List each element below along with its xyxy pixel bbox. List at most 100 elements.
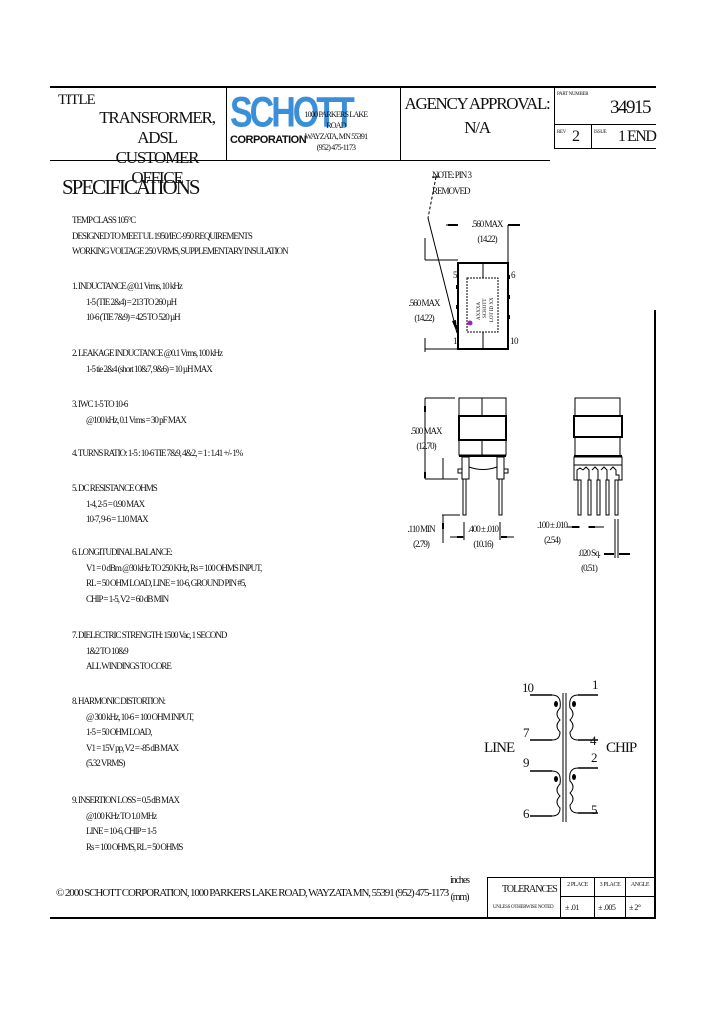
schematic-pin-6: 6 bbox=[523, 806, 529, 821]
top-width-dimension: .560 MAX (14.22) bbox=[462, 217, 512, 247]
spec-line: 1-5 tie 2&4 (short 10&7, 9&6) = 10 µH MA… bbox=[86, 363, 213, 374]
rev-label: REV bbox=[557, 130, 567, 135]
spec-line: (5.32 VRMS) bbox=[86, 758, 125, 768]
title-block-top-border bbox=[50, 86, 656, 88]
right-border bbox=[654, 310, 656, 917]
schematic-pin-10: 10 bbox=[522, 680, 534, 695]
spec-harmonic-head: 8. HARMONIC DISTORTION: bbox=[72, 696, 166, 706]
tolerances-subtitle: UNLESS OTHERWISE NOTED bbox=[493, 905, 554, 910]
spec-insertion-loss-head: 9. INSERTION LOSS = 0.5 dB MAX bbox=[72, 795, 180, 805]
pin-label-6: 6 bbox=[511, 270, 516, 280]
svg-text:AXXXA: AXXXA bbox=[477, 302, 482, 320]
line-side-label: LINE bbox=[484, 740, 515, 756]
spec-leakage-head: 2. LEAKAGE INDUCTANCE @0.1 Vrms, 100 kHz bbox=[72, 348, 223, 358]
tol-col-3 bbox=[625, 877, 626, 918]
dim-inches: .500 MAX bbox=[410, 426, 442, 436]
svg-text:LOT ID XX: LOT ID XX bbox=[490, 297, 495, 322]
units-mm: (mm) bbox=[450, 892, 470, 903]
tol-value-2place: ± .01 bbox=[565, 903, 579, 912]
spec-item-5: 5. DC RESISTANCE OHMS 1-4, 2-5 = 0.90 MA… bbox=[72, 481, 158, 528]
spec-line: V1 = 0 dBm @30 kHz TO 250 KHz, Rs = 100 … bbox=[86, 562, 262, 573]
tol-header-angle: ANGLE bbox=[630, 882, 650, 888]
lead-length-dimension: .110 MIN (2.79) bbox=[400, 522, 442, 552]
spec-line: 10-6 (TIE 7&9) = 425 TO 520 µH bbox=[86, 312, 181, 322]
spec-inductance-head: 1. INDUCTANCE @0.1 Vrms, 10 kHz bbox=[72, 281, 183, 291]
note-pin3-removed: NOTE: PIN 3 REMOVED bbox=[432, 167, 472, 199]
spec-item-8: 8. HARMONIC DISTORTION: @ 300 kHz, 10-6 … bbox=[72, 694, 194, 772]
agency-approval-value: N/A bbox=[464, 118, 491, 137]
tol-value-angle: ± 2° bbox=[629, 903, 641, 912]
general-specs: TEMP CLASS 105°C DESIGNED TO MEET UL 195… bbox=[72, 213, 289, 260]
title-block-bottom-border-left bbox=[50, 160, 360, 161]
spec-line: 1&2 TO 10&9 bbox=[86, 645, 129, 656]
company-address: 1000 PARKERS LAKE ROAD WAYZATA, MN 55391… bbox=[296, 109, 376, 153]
tol-header-3place: 3 PLACE bbox=[599, 882, 621, 888]
package-drawing-svg: AXXXA SCHOTT LOT ID XX bbox=[424, 176, 630, 558]
spec-item-4: 4. TURNS RATIO: 1-5 : 10-6 TIE 7&9, 4&2,… bbox=[72, 446, 243, 462]
schematic-pin-4: 4 bbox=[590, 733, 596, 748]
dim-inches: .110 MIN bbox=[407, 524, 435, 534]
pin-label-5: 5 bbox=[453, 270, 458, 280]
part-number: 34915 bbox=[610, 97, 652, 118]
pin-label-10: 10 bbox=[510, 336, 519, 346]
dim-inches: .020 Sq. bbox=[578, 548, 601, 558]
dim-mm: (10.16) bbox=[473, 539, 493, 549]
divider-rev-row bbox=[554, 124, 656, 125]
spec-item-1: 1. INDUCTANCE @0.1 Vrms, 10 kHz 1-5 (TIE… bbox=[72, 279, 183, 326]
copyright-text: © 2000 SCHOTT CORPORATION, 1000 PARKERS … bbox=[56, 887, 449, 899]
rev-value: 2 bbox=[572, 128, 580, 145]
spec-line: @ 300 kHz, 10-6 = 100 OHM INPUT, bbox=[86, 711, 194, 722]
spec-line: 1-4, 2-5 = 0.90 MAX bbox=[86, 498, 145, 509]
spec-ul-standard: DESIGNED TO MEET UL 1950/IEC-950 REQUIRE… bbox=[72, 230, 253, 241]
schematic-pin-9: 9 bbox=[523, 755, 529, 770]
spec-line: RL = 50 OHM LOAD, LINE = 10-6, GROUND PI… bbox=[86, 578, 247, 588]
tol-value-3place: ± .005 bbox=[598, 903, 616, 912]
spec-line: LINE = 10-6, CHIP = 1-5 bbox=[86, 826, 157, 836]
address-line-3: (952) 475-1173 bbox=[316, 143, 356, 152]
spec-line: 1-5 = 50 OHM LOAD, bbox=[86, 727, 152, 737]
tol-col-1 bbox=[560, 877, 561, 918]
tol-top-border bbox=[487, 877, 654, 878]
spec-item-3: 3. IWC 1-5 TO 10-6 @100 kHz, 0.1 Vrms = … bbox=[72, 397, 187, 428]
spec-line: ALL WINDINGS TO CORE bbox=[86, 661, 172, 671]
spec-line: @100 KHz TO 1.0 MHz bbox=[86, 810, 157, 821]
schematic-pin-1: 1 bbox=[592, 677, 598, 692]
specifications-heading: SPECIFICATIONS bbox=[62, 175, 201, 199]
dim-inches: .100 ± .010 bbox=[537, 520, 568, 530]
dim-mm: (2.79) bbox=[413, 539, 430, 549]
spec-working-voltage: WORKING VOLTAGE 250 VRMS, SUPPLEMENTARY … bbox=[72, 246, 289, 256]
agency-approval-label: AGENCY APPROVAL: bbox=[404, 94, 551, 113]
spec-temp-class: TEMP CLASS 105°C bbox=[72, 215, 136, 225]
spec-line: 1-5 (TIE 2&4) = 213 TO 260 µH bbox=[86, 296, 177, 307]
dim-mm: (0.51) bbox=[581, 563, 598, 573]
tol-left-border bbox=[487, 877, 488, 918]
title-label: TITLE bbox=[58, 92, 96, 108]
note-line-2: REMOVED bbox=[432, 186, 471, 196]
footer-bottom-border bbox=[50, 917, 656, 919]
schematic-pin-2: 2 bbox=[591, 750, 597, 765]
spec-line: V1 = 15V pp, V2 = -85 dB MAX bbox=[86, 742, 179, 753]
svg-text:SCHOTT: SCHOTT bbox=[483, 299, 488, 318]
divider-agency bbox=[400, 87, 401, 161]
pin-span-dimension: .400 ± .010 (10.16) bbox=[462, 522, 504, 552]
spec-dc-resistance-head: 5. DC RESISTANCE OHMS bbox=[72, 483, 158, 493]
schott-corporation-text: CORPORATION bbox=[230, 134, 307, 146]
side-height-dimension: .560 MAX (14.22) bbox=[402, 296, 446, 326]
schematic-svg bbox=[530, 693, 598, 822]
tol-mid-border bbox=[560, 896, 654, 897]
tol-header-2place: 2 PLACE bbox=[567, 882, 588, 888]
front-height-dimension: .500 MAX (12.70) bbox=[404, 424, 448, 454]
address-line-1: 1000 PARKERS LAKE ROAD bbox=[304, 110, 368, 130]
title-block-bottom-border-mid bbox=[360, 160, 550, 161]
title-line-1: TRANSFORMER, ADSL bbox=[99, 108, 216, 147]
dim-mm: (12.70) bbox=[416, 441, 436, 451]
spec-line: Rs = 100 OHMS, RL = 50 OHMS bbox=[86, 841, 183, 852]
note-line-1: NOTE: PIN 3 bbox=[432, 170, 472, 180]
dim-mm: (14.22) bbox=[414, 313, 434, 323]
spec-dielectric-head: 7. DIELECTRIC STRENGTH: 1500 Vac, 1 SECO… bbox=[72, 630, 227, 640]
tol-col-2 bbox=[594, 877, 595, 918]
chip-side-label: CHIP bbox=[606, 740, 637, 756]
spec-item-6: 6. LONGITUDINAL BALANCE: V1 = 0 dBm @30 … bbox=[72, 545, 262, 607]
dim-mm: (14.22) bbox=[477, 234, 497, 244]
title-text: TRANSFORMER, ADSL CUSTOMER OFFICE bbox=[92, 108, 222, 188]
